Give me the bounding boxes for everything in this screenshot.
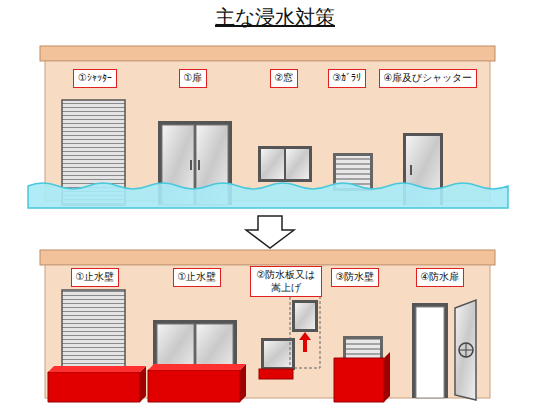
building-before — [28, 46, 508, 208]
label-box: ①止水壁 — [173, 268, 222, 287]
label-text: ①止水壁 — [76, 271, 115, 284]
building-after — [40, 250, 495, 402]
label-text: ①止水壁 — [178, 271, 217, 284]
label-box: ④扉及びシャッター — [379, 69, 478, 88]
diagram-title: 主な浸水対策 — [0, 4, 550, 31]
down-arrow — [246, 216, 294, 248]
label-box: ①扉 — [179, 69, 208, 88]
label-box: ②防水板又は 嵩上げ — [250, 266, 322, 297]
label-box: ④防水扉 — [416, 268, 465, 287]
label-text: ②防水板又は 嵩上げ — [255, 269, 317, 294]
label-box: ③防水壁 — [331, 268, 380, 287]
label-box: ①ｼｬｯﾀｰ — [73, 69, 117, 88]
label-text: ④防水扉 — [421, 271, 460, 284]
label-text: ①ｼｬｯﾀｰ — [78, 72, 112, 85]
label-text: ③ｶﾞﾗﾘ — [333, 72, 362, 85]
label-box: ③ｶﾞﾗﾘ — [328, 69, 367, 88]
label-text: ①扉 — [184, 72, 203, 85]
label-text: ④扉及びシャッター — [384, 72, 473, 85]
label-text: ②窓 — [275, 72, 294, 85]
label-text: ③防水壁 — [336, 271, 375, 284]
label-box: ②窓 — [270, 69, 299, 88]
label-box: ①止水壁 — [71, 268, 120, 287]
